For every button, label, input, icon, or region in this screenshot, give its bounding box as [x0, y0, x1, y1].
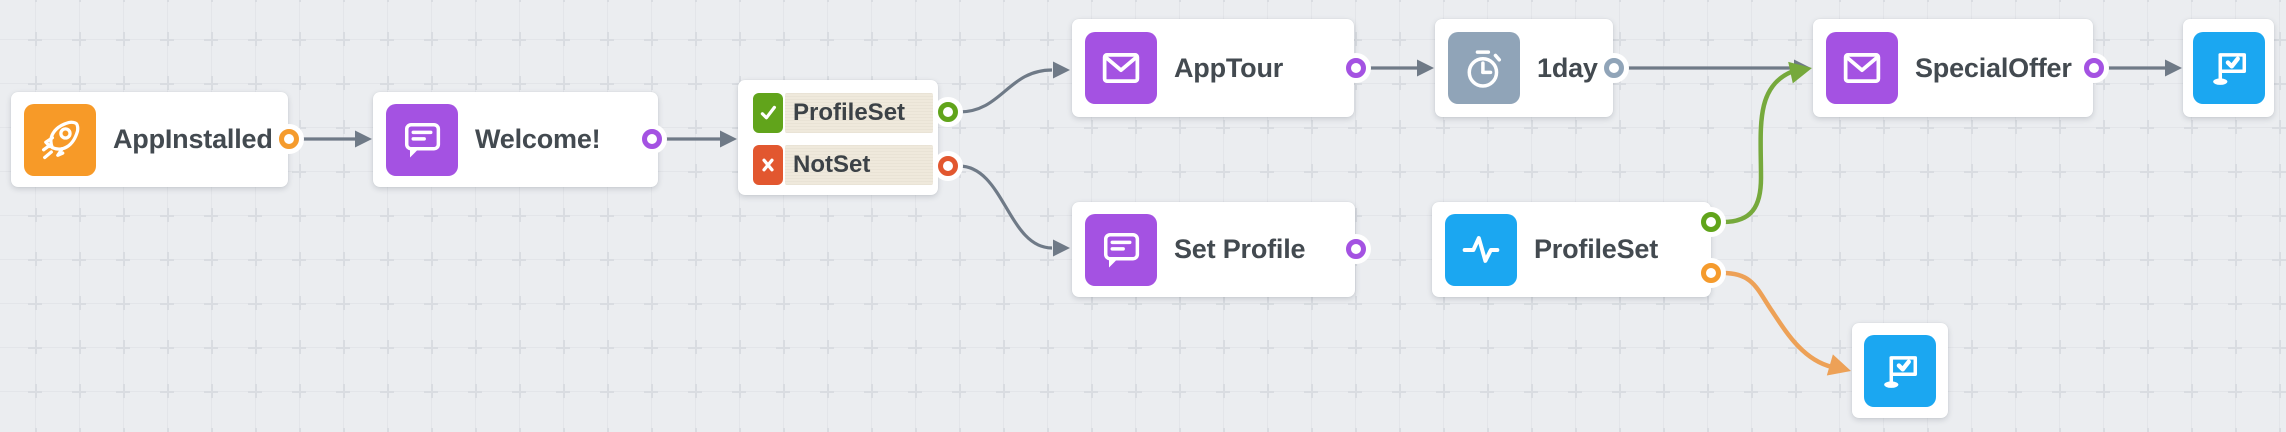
envelope-icon: [1826, 32, 1898, 104]
x-icon: [753, 145, 783, 185]
node-goal-bottom[interactable]: [1852, 323, 1948, 418]
chat-icon: [1085, 213, 1157, 286]
flag-icon: [1864, 334, 1936, 407]
connector-profileset-success-specialoffer: [1722, 69, 1792, 225]
output-port-condition-false[interactable]: [938, 156, 958, 176]
node-label: AppInstalled: [113, 124, 273, 154]
node-label: ProfileSet: [1534, 234, 1659, 264]
node-welcome[interactable]: Welcome!: [373, 92, 658, 187]
node-label: Set Profile: [1174, 234, 1306, 264]
node-profile-condition[interactable]: ProfileSet NotSet: [738, 80, 938, 195]
branch-profileset[interactable]: ProfileSet: [753, 93, 933, 133]
output-port-app-installed[interactable]: [279, 129, 299, 149]
output-port-profile-set-success[interactable]: [1701, 212, 1721, 232]
arrowhead: [1417, 59, 1434, 77]
node-profile-set[interactable]: ProfileSet: [1432, 202, 1711, 297]
node-set-profile[interactable]: Set Profile: [1072, 202, 1355, 297]
output-port-welcome[interactable]: [642, 129, 662, 149]
arrowhead-orange: [1826, 354, 1851, 376]
connector-profileset-apptour: [958, 68, 1053, 114]
chat-icon: [386, 103, 458, 176]
node-label: SpecialOffer: [1915, 52, 2072, 83]
branch-notset[interactable]: NotSet: [753, 145, 933, 185]
branch-label: ProfileSet: [785, 93, 933, 133]
arrowhead: [1053, 61, 1070, 79]
node-special-offer[interactable]: SpecialOffer: [1813, 19, 2093, 117]
output-port-set-profile[interactable]: [1346, 239, 1366, 259]
node-label: Welcome!: [475, 124, 601, 154]
envelope-icon: [1085, 32, 1157, 104]
output-port-special-offer[interactable]: [2084, 58, 2104, 78]
node-label: AppTour: [1174, 52, 1284, 83]
output-port-condition-true[interactable]: [938, 102, 958, 122]
arrowhead: [720, 130, 737, 148]
check-icon: [753, 93, 783, 133]
connector-profileset-failure-goal: [1722, 270, 1833, 370]
rocket-icon: [24, 103, 96, 176]
stopwatch-icon: [1448, 32, 1520, 104]
node-app-installed[interactable]: AppInstalled: [11, 92, 288, 187]
output-port-app-tour[interactable]: [1346, 58, 1366, 78]
flag-icon: [2192, 32, 2265, 104]
arrowhead-green: [1788, 61, 1812, 84]
connector-notset-setprofile: [958, 164, 1053, 250]
pulse-icon: [1445, 213, 1517, 286]
arrowhead: [355, 130, 372, 148]
node-label: 1day: [1537, 52, 1598, 83]
node-app-tour[interactable]: AppTour: [1072, 19, 1354, 117]
node-wait-1day[interactable]: 1day: [1435, 19, 1613, 117]
branch-label: NotSet: [785, 145, 933, 185]
output-port-wait[interactable]: [1604, 58, 1624, 78]
arrowhead: [2165, 59, 2182, 77]
node-goal-top[interactable]: [2183, 19, 2274, 117]
arrowhead: [1053, 239, 1070, 257]
output-port-profile-set-failure[interactable]: [1701, 263, 1721, 283]
